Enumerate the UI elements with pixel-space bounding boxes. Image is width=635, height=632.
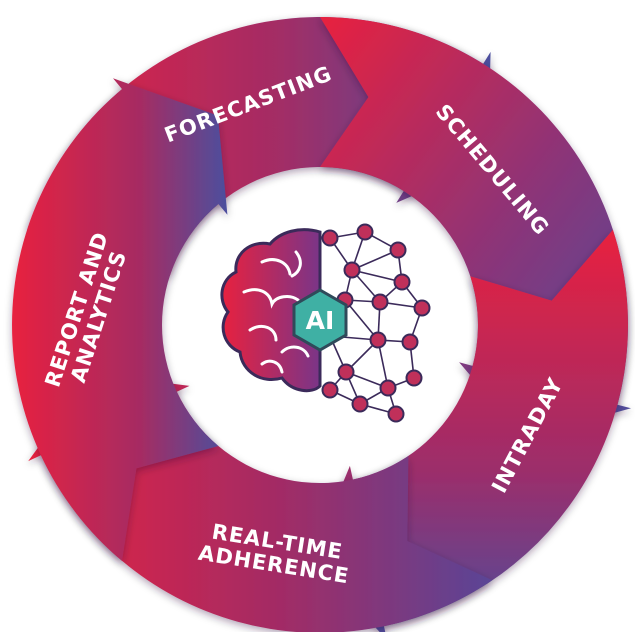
network-node (379, 379, 397, 397)
network-node (321, 381, 339, 399)
brain-fold (260, 359, 284, 374)
network-edge (344, 299, 379, 341)
network-node (351, 395, 369, 413)
neural-network-icon (321, 223, 431, 423)
network-node (371, 293, 389, 311)
network-edge (351, 269, 403, 283)
network-node (369, 331, 387, 349)
center-ai-brain: AI (220, 223, 431, 423)
network-node (413, 299, 431, 317)
brain-fold (242, 288, 300, 309)
brain-fold (248, 324, 278, 342)
cycle-segments (12, 17, 631, 632)
network-node (389, 241, 407, 259)
network-node (401, 333, 419, 351)
network-node (393, 273, 411, 291)
network-node (356, 223, 374, 241)
ai-badge-label: AI (306, 306, 335, 335)
brain-fold (260, 258, 292, 276)
network-node (405, 369, 423, 387)
brain-fold (290, 250, 302, 278)
segment-arrow-report (12, 78, 228, 561)
network-node (321, 229, 339, 247)
network-node (337, 363, 355, 381)
ai-hexagon-badge (292, 288, 348, 352)
brain-hemisphere-icon (220, 228, 322, 393)
network-node (343, 261, 361, 279)
network-node (387, 405, 405, 423)
brain-fold (280, 345, 310, 358)
